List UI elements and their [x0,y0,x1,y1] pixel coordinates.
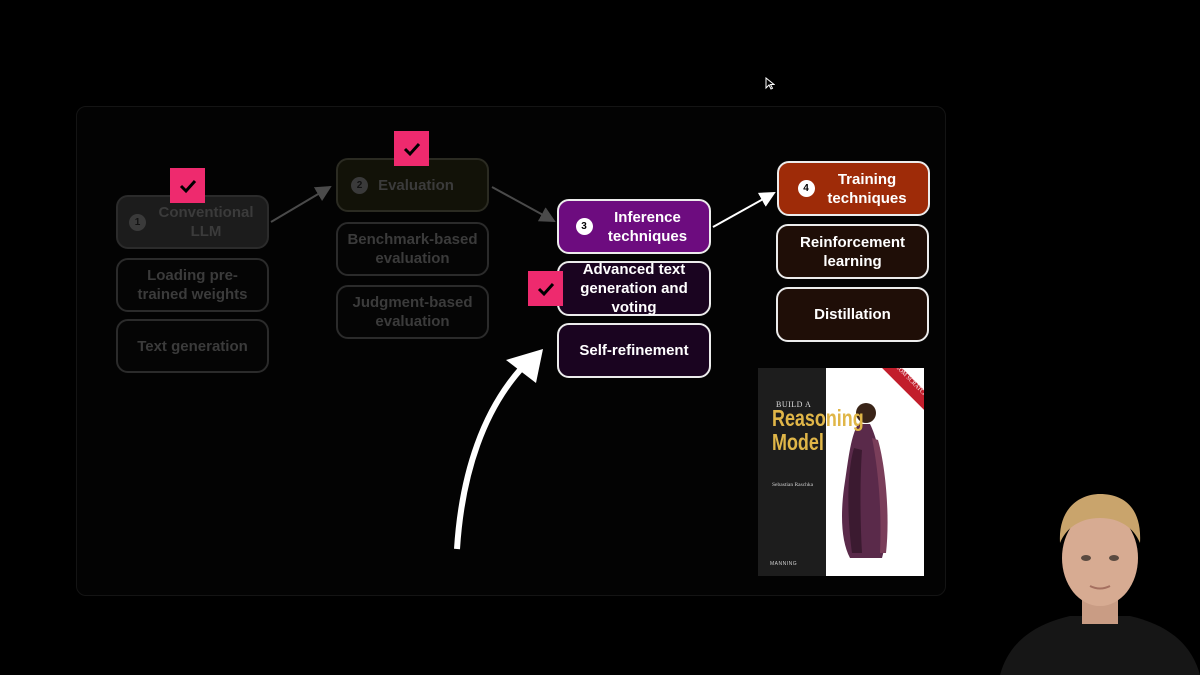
stage-2-number: 2 [351,176,369,194]
stage-2-subitem-2: Judgment-based evaluation [336,285,489,339]
book-title: Reasoning Model [772,405,864,455]
book-publisher: MANNING [770,561,798,567]
check-icon [170,168,205,203]
book-cover-band [758,368,826,576]
stage-1-subitem-2: Text generation [116,319,269,373]
stage-2-title: Evaluation [378,176,454,194]
check-icon [394,131,429,166]
book-cover: BUILD A Reasoning Model Sebastian Raschk… [758,368,924,576]
arrow-icon [712,192,776,228]
book-author: Sebastian Raschka [772,482,814,488]
stage-4-subitem-1: Reinforcement learning [776,224,929,279]
book-build-label: BUILD A [776,400,812,409]
stage-2-box: 2 Evaluation [336,158,489,212]
stage-1-number: 1 [129,213,146,231]
stage-4-number: 4 [797,180,815,197]
check-icon [528,271,563,306]
book-cover-illustration [842,403,888,558]
big-arrowhead [506,349,543,383]
stage-1-box: 1 Conventional LLM [116,195,269,249]
presenter-webcam [1000,494,1200,675]
stage-1-title: Conventional LLM [158,204,254,240]
stage-2-subitem-1: Benchmark-based evaluation [336,222,489,276]
arrow-icon [270,185,332,223]
stage-3-box: 3 Inference techniques [557,199,711,254]
big-curved-arrow [454,368,523,550]
arrow-icon [491,186,556,222]
stage-4-box: 4 Training techniques [777,161,930,216]
stage-3-number: 3 [575,218,593,235]
stage-4-subitem-2: Distillation [776,287,929,342]
stage-3-subitem-2: Self-refinement [557,323,711,378]
cursor-icon [765,77,775,90]
stage-1-subitem-1: Loading pre-trained weights [116,258,269,312]
stage-3-title: Inference techniques [607,208,688,245]
stage-4-title: Training techniques [827,170,907,207]
stage-3-subitem-1: Advanced text generation and voting [557,261,711,316]
